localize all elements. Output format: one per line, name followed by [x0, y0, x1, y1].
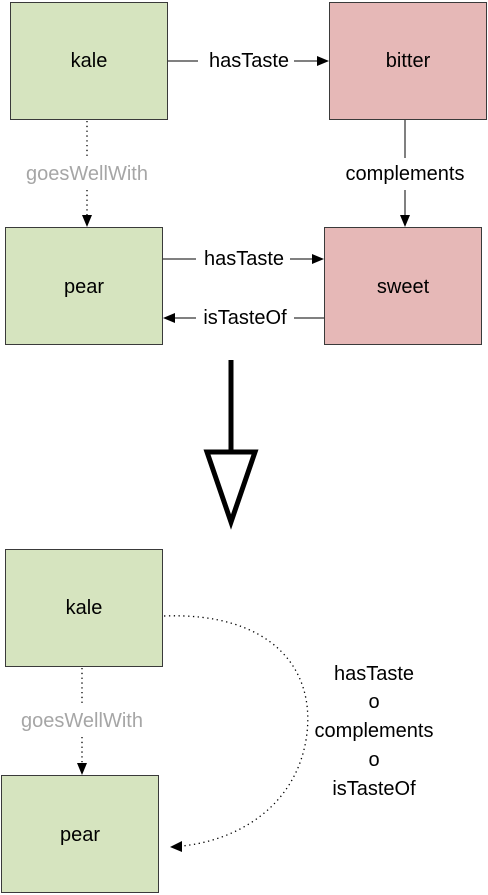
arrowhead	[400, 215, 410, 227]
arrowhead	[317, 56, 329, 66]
node-bitter[interactable]: bitter	[329, 2, 487, 120]
chain-label-1: hasTaste	[334, 663, 414, 685]
edge-kale-goeswellwith-pear-bottom: goesWellWith	[21, 668, 143, 775]
edge-property-chain: hasTaste o complements o isTasteOf	[163, 615, 434, 852]
node-kale-top-label: kale	[71, 50, 108, 72]
edge-pear-sweet-label: hasTaste	[204, 248, 284, 270]
node-pear-bottom[interactable]: pear	[1, 775, 159, 893]
chain-label-5: isTasteOf	[332, 778, 416, 800]
arrowhead	[163, 313, 175, 323]
edge-bitter-sweet-label: complements	[346, 163, 465, 185]
arrowhead	[312, 254, 324, 264]
node-kale-bottom[interactable]: kale	[5, 549, 163, 667]
chain-label-3: complements	[315, 720, 434, 742]
arrowhead	[77, 763, 87, 775]
arrowhead	[82, 215, 92, 227]
edge-kale-hastaste-bitter: hasTaste	[168, 50, 329, 72]
node-sweet[interactable]: sweet	[324, 227, 482, 345]
top-graph: kale bitter pear sweet hasTaste	[5, 2, 487, 345]
edge-sweet-istasteof-pear: isTasteOf	[163, 307, 324, 329]
node-kale-bottom-label: kale	[66, 597, 103, 619]
edge-kale-pear-bottom-label: goesWellWith	[21, 710, 143, 732]
edge-kale-goeswellwith-pear-top: goesWellWith	[26, 121, 148, 227]
chain-label-2: o	[368, 691, 379, 713]
edge-sweet-pear-label: isTasteOf	[203, 307, 287, 329]
edge-bitter-complements-sweet: complements	[346, 120, 465, 227]
arrowhead	[170, 841, 182, 852]
edge-kale-pear-top-label: goesWellWith	[26, 163, 148, 185]
edge-pear-hastaste-sweet: hasTaste	[163, 248, 324, 270]
node-pear-top[interactable]: pear	[5, 227, 163, 345]
edge-kale-bitter-label: hasTaste	[209, 50, 289, 72]
node-kale-top[interactable]: kale	[10, 2, 168, 120]
transformation-arrow	[203, 360, 259, 530]
node-bitter-label: bitter	[386, 50, 431, 72]
node-pear-top-label: pear	[64, 276, 104, 298]
node-sweet-label: sweet	[377, 276, 430, 298]
bottom-graph: kale pear goesWellWith hasTaste o comple…	[1, 549, 434, 893]
node-pear-bottom-label: pear	[60, 824, 100, 846]
chain-label-4: o	[368, 749, 379, 771]
